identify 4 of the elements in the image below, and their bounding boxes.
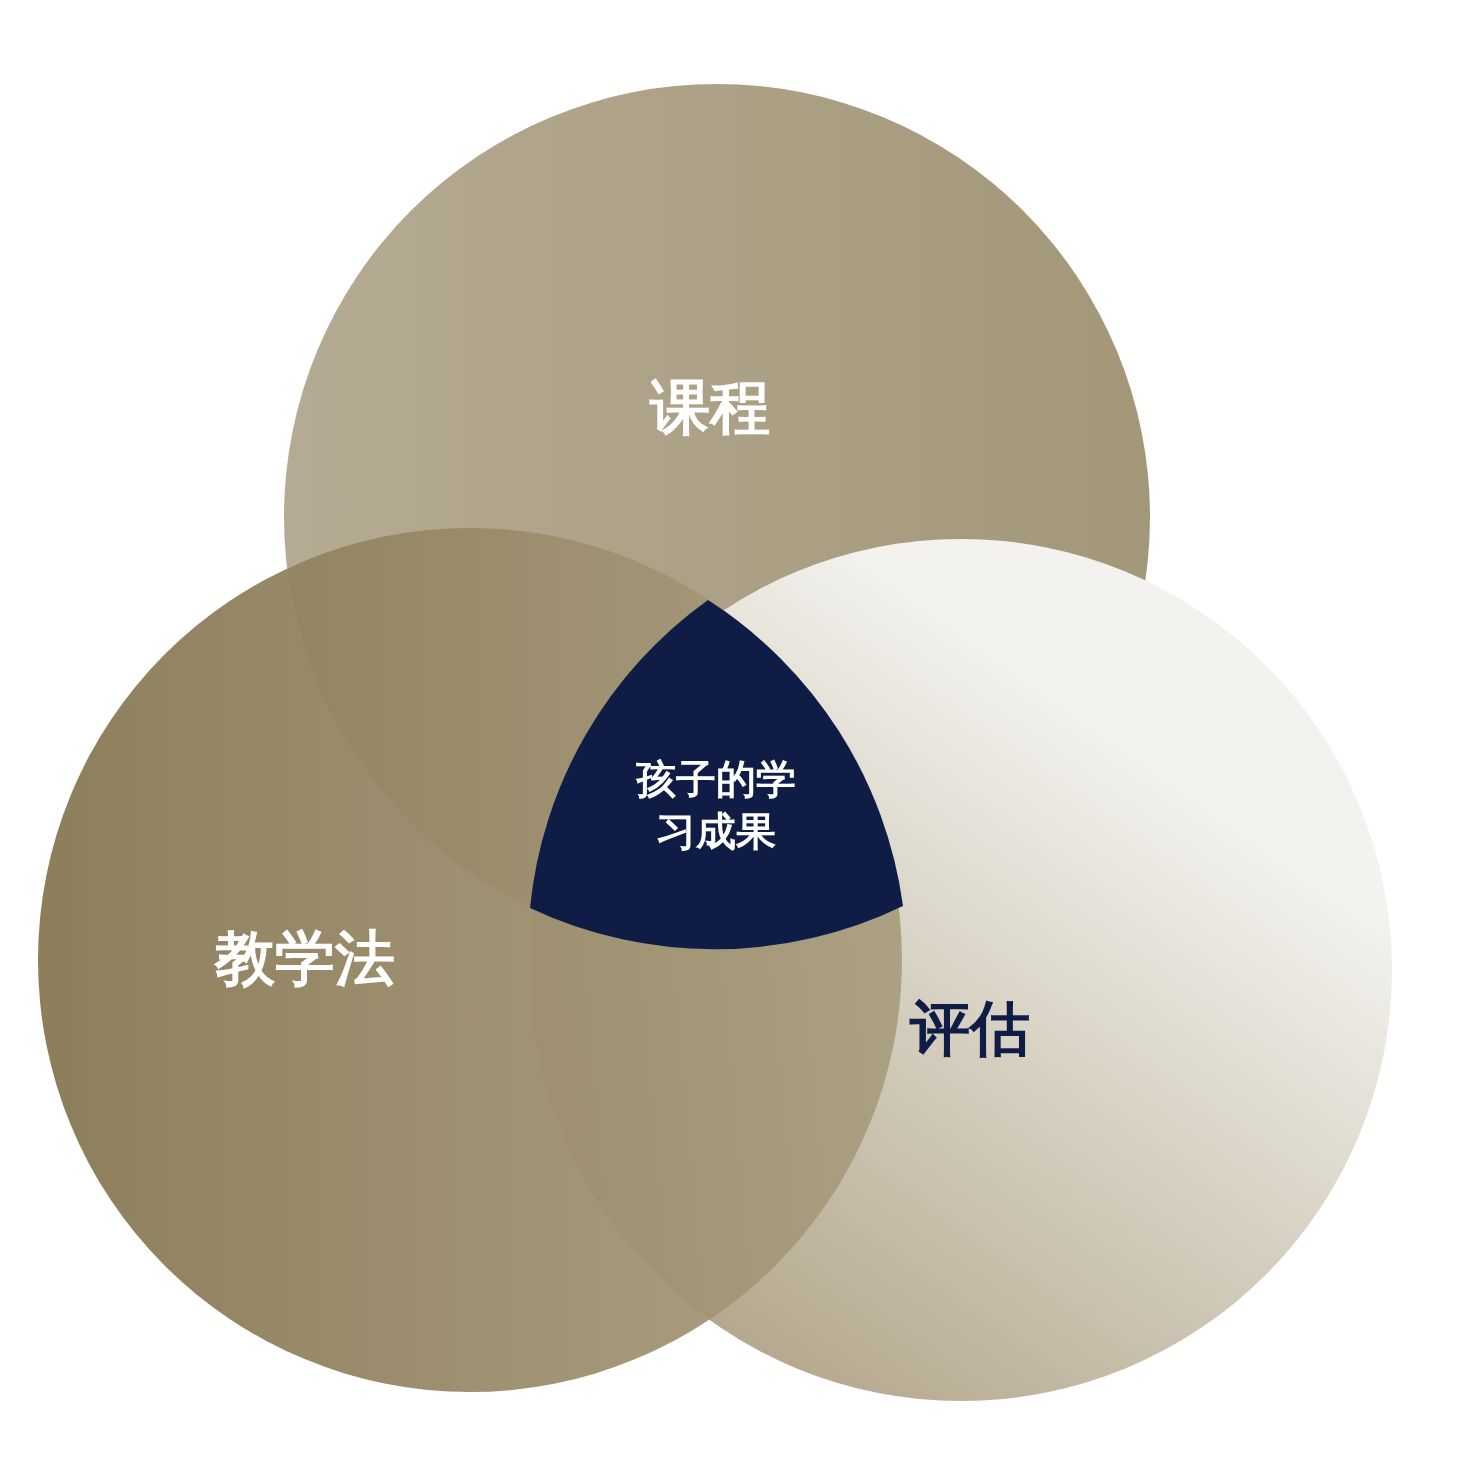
circle-label: 评估 bbox=[910, 992, 1030, 1065]
circle-label: 教学法 bbox=[215, 922, 395, 995]
circle-label: 课程 bbox=[650, 371, 770, 444]
center-label: 孩子的学习成果 bbox=[635, 755, 797, 856]
